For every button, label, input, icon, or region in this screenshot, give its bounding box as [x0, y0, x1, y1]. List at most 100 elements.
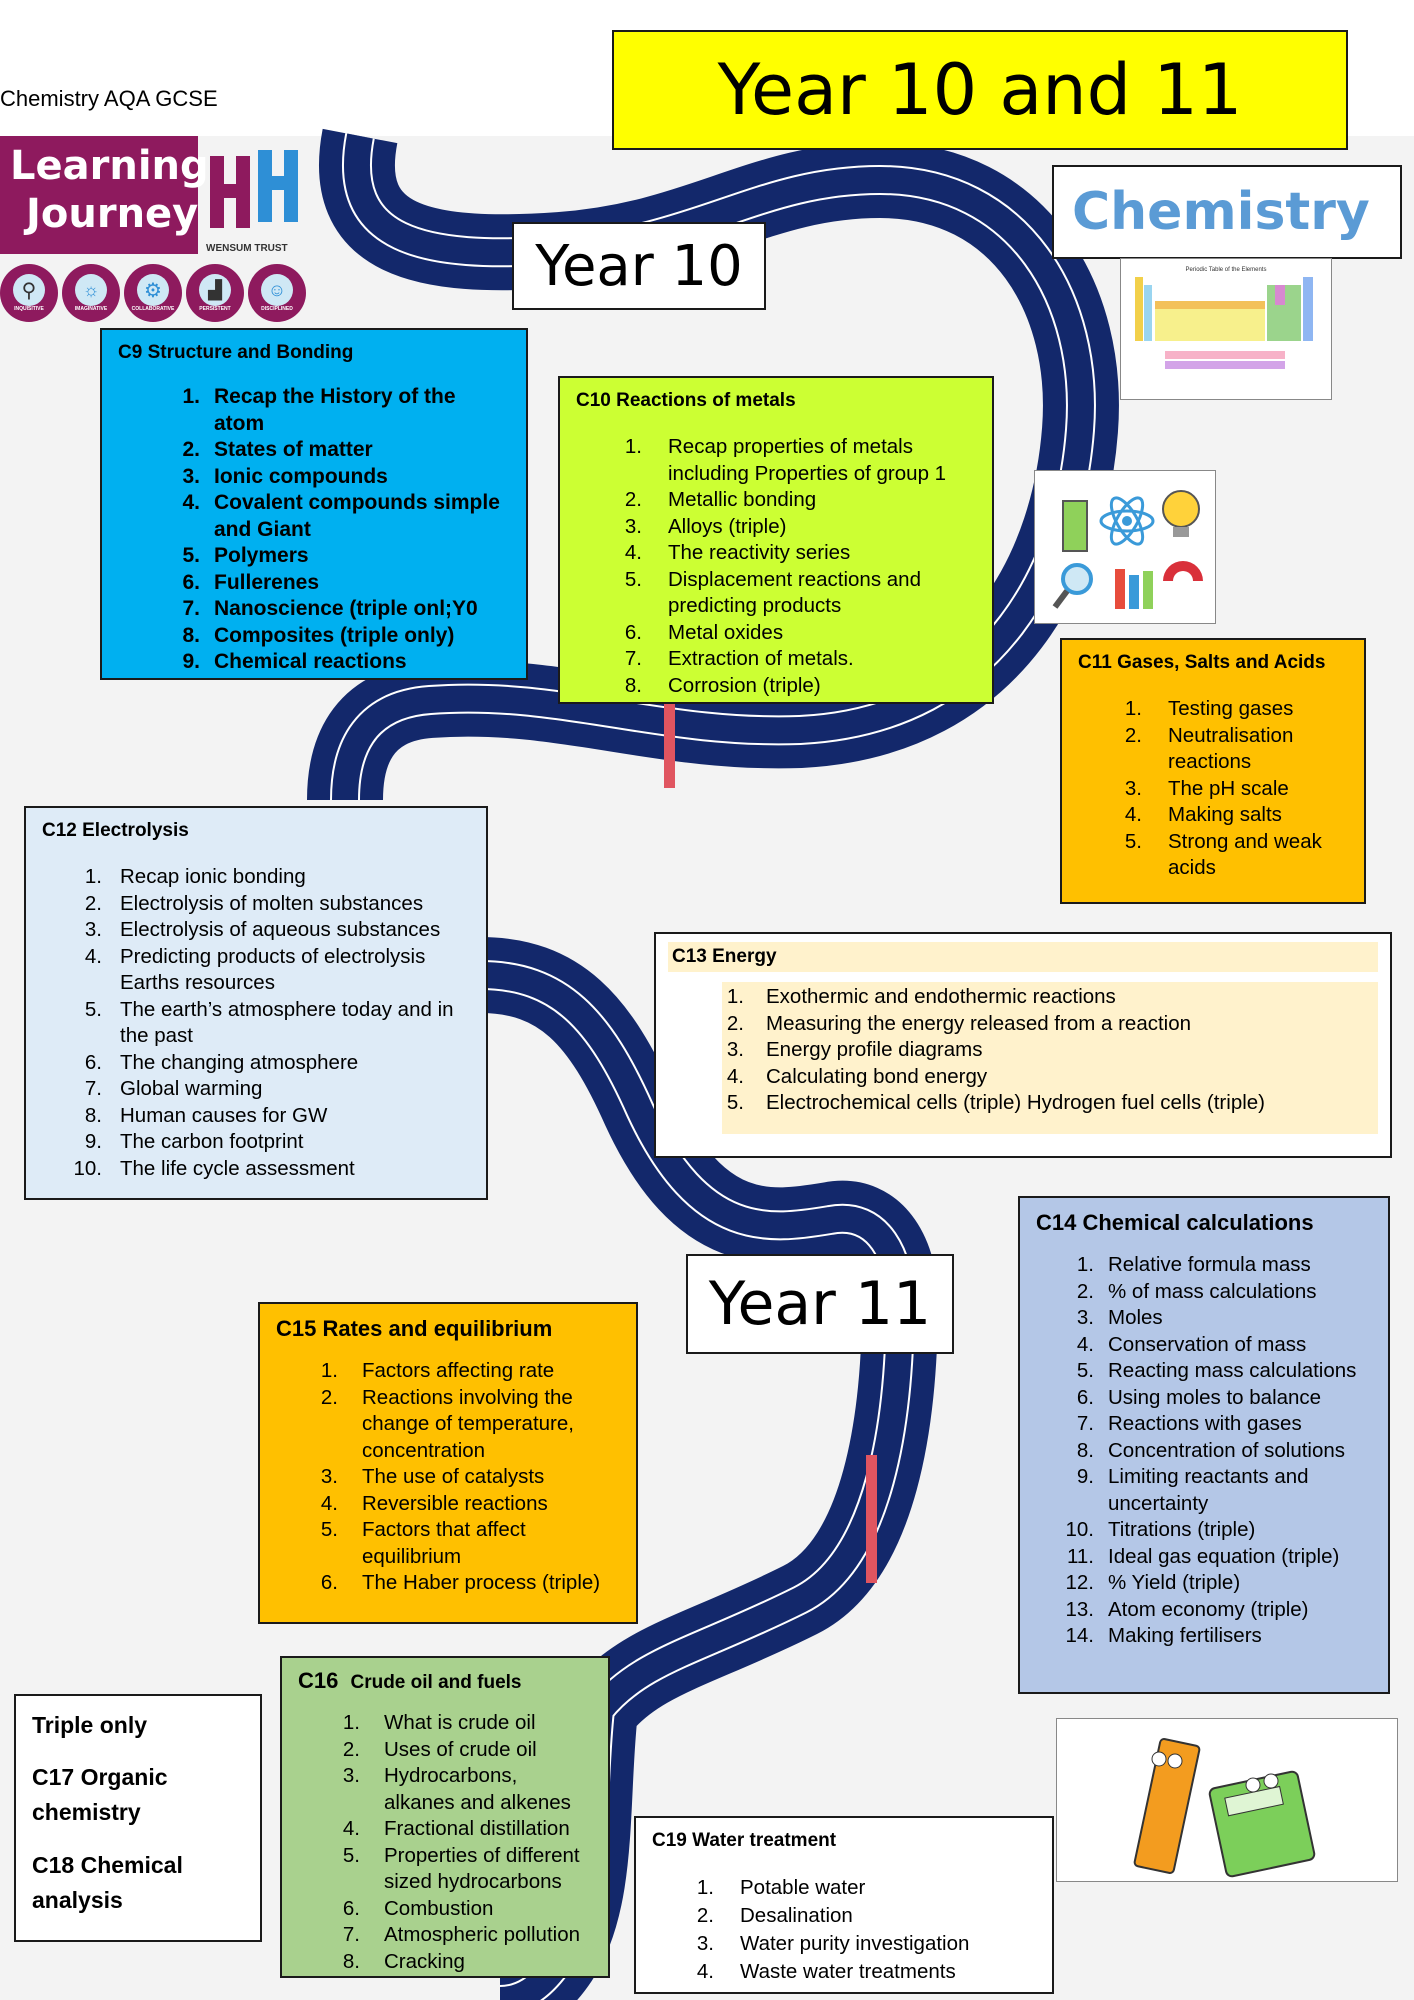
list-item: 2.Uses of crude oil: [338, 1737, 592, 1764]
list-item: 3.Moles: [1054, 1305, 1372, 1332]
list-number: 8.: [84, 1103, 102, 1127]
list-item: 8.Concentration of solutions: [1054, 1438, 1372, 1465]
list-text: Calculating bond energy: [766, 1064, 988, 1088]
list-item: 5.Electrochemical cells (triple) Hydroge…: [722, 1090, 1378, 1117]
list-text: Displacement reactions and predicting pr…: [668, 567, 921, 618]
list-text: Exothermic and endothermic reactions: [766, 985, 1116, 1008]
c16-title-code: C16: [298, 1668, 339, 1693]
list-number: 1.: [1076, 1253, 1094, 1276]
year-10-label: Year 10: [512, 222, 766, 310]
list-item: 8.Cracking: [338, 1949, 592, 1976]
list-text: Reversible reactions: [362, 1491, 548, 1515]
periodic-table-title: Periodic Table of the Elements: [1185, 267, 1267, 273]
list-item: 4.Predicting products of electrolysis Ea…: [62, 944, 470, 997]
list-number: 14.: [1065, 1624, 1095, 1647]
list-number: 5.: [84, 997, 102, 1021]
list-number: 2.: [624, 488, 642, 511]
c11-title: C11 Gases, Salts and Acids: [1078, 652, 1326, 673]
list-text: Metallic bonding: [668, 488, 817, 511]
list-item: 7.Extraction of metals.: [616, 646, 976, 673]
list-number: 2.: [84, 891, 102, 915]
beaker-icon: [1062, 500, 1088, 552]
list-number: 6.: [182, 570, 200, 594]
list-item: 3.The pH scale: [1120, 776, 1348, 803]
list-item: 6.Combustion: [338, 1896, 592, 1923]
science-icons-image: [1034, 470, 1216, 624]
list-number: 4.: [84, 944, 102, 968]
list-text: Cracking: [384, 1949, 465, 1973]
c15-title: C15 Rates and equilibrium: [276, 1316, 553, 1341]
c12-title: C12 Electrolysis: [42, 820, 189, 841]
list-text: Fractional distillation: [384, 1817, 570, 1840]
list-item: 9.Limiting reactants and uncertainty: [1054, 1464, 1372, 1517]
list-item: 3.Electrolysis of aqueous substances: [62, 917, 470, 944]
list-item: 8.Corrosion (triple): [616, 673, 976, 700]
list-number: 6.: [1076, 1385, 1094, 1409]
list-item: 3.Hydrocarbons, alkanes and alkenes: [338, 1763, 592, 1816]
list-item: 9.Chemical reactions: [156, 649, 510, 676]
list-text: Factors that affect equilibrium: [362, 1518, 526, 1568]
road-marker-year10: [664, 700, 675, 788]
list-item: 2.Measuring the energy released from a r…: [722, 1011, 1378, 1038]
list-number: 3.: [320, 1465, 338, 1488]
triple-c17: C17 Organic chemistry: [32, 1764, 168, 1825]
logo-line2: Journey: [26, 191, 199, 237]
periodic-table-icon: [1135, 277, 1313, 369]
list-item: 6.The changing atmosphere: [62, 1050, 470, 1077]
list-number: 1.: [1124, 697, 1142, 720]
list-text: Conservation of mass: [1108, 1332, 1307, 1356]
list-text: Polymers: [214, 544, 309, 567]
list-number: 3.: [1124, 776, 1142, 800]
list-text: Electrolysis of aqueous substances: [120, 918, 441, 941]
list-item: 12.% Yield (triple): [1054, 1570, 1372, 1597]
list-item: 2.Electrolysis of molten substances: [62, 891, 470, 918]
c13-card: C13 Energy 1.Exothermic and endothermic …: [654, 932, 1392, 1158]
list-item: 1.Testing gases: [1120, 696, 1348, 723]
list-item: 13.Atom economy (triple): [1054, 1597, 1372, 1624]
list-text: Chemical reactions: [214, 650, 407, 673]
list-item: 5.Properties of different sized hydrocar…: [338, 1843, 592, 1896]
list-text: Global warming: [120, 1077, 263, 1100]
list-item: 10.Balancing equations: [156, 676, 510, 679]
calculator-icon: [1208, 1770, 1316, 1878]
list-item: 1.What is crude oil: [338, 1710, 592, 1737]
c16-card: C16 Crude oil and fuels 1.What is crude …: [280, 1656, 610, 1978]
list-text: Alloys (triple): [668, 514, 787, 538]
list-text: Energy profile diagrams: [766, 1038, 983, 1061]
list-number: 9.: [1076, 1465, 1094, 1488]
list-item: 3.Ionic compounds: [156, 464, 510, 491]
ruler-calculator-image: [1056, 1718, 1398, 1882]
year-banner: Year 10 and 11: [612, 30, 1348, 150]
list-number: 2.: [320, 1385, 338, 1409]
list-item: 1.Potable water: [692, 1874, 1036, 1902]
list-text: Combustion: [384, 1896, 494, 1920]
list-item: 2. Metallic bonding: [616, 487, 976, 514]
list-text: Measuring the energy released from a rea…: [766, 1011, 1192, 1035]
list-text: The changing atmosphere: [120, 1050, 359, 1074]
year-banner-text: Year 10 and 11: [717, 49, 1243, 131]
list-text: Moles: [1108, 1306, 1163, 1329]
list-item: 4.The reactivity series: [616, 540, 976, 567]
list-text: Reactions involving the change of temper…: [362, 1385, 574, 1462]
c9-card: C9 Structure and Bonding 1.Recap the His…: [100, 328, 528, 680]
list-item: 5. Displacement reactions and predicting …: [616, 567, 976, 620]
list-number: 4.: [342, 1817, 360, 1840]
ruler-icon: [1133, 1738, 1201, 1874]
c16-title-text: Crude oil and fuels: [350, 1672, 522, 1693]
list-number: 5.: [1076, 1359, 1094, 1382]
list-number: 3.: [624, 514, 642, 538]
list-text: Covalent compounds simple and Giant: [214, 491, 500, 541]
list-text: Fullerenes: [214, 570, 320, 594]
list-item: 2. Reactions involving the change of temp…: [316, 1385, 620, 1465]
periodic-table-image: Periodic Table of the Elements: [1120, 258, 1332, 400]
c10-title: C10 Reactions of metals: [576, 390, 796, 411]
list-number: 5.: [624, 567, 642, 591]
list-number: 5.: [1124, 829, 1142, 853]
c11-card: C11 Gases, Salts and Acids 1.Testing gas…: [1060, 638, 1366, 904]
list-number: 1.: [320, 1359, 338, 1382]
list-item: 1.Exothermic and endothermic reactions: [722, 984, 1378, 1011]
list-item: 10.The life cycle assessment: [62, 1156, 470, 1183]
list-number: 6.: [320, 1571, 338, 1594]
